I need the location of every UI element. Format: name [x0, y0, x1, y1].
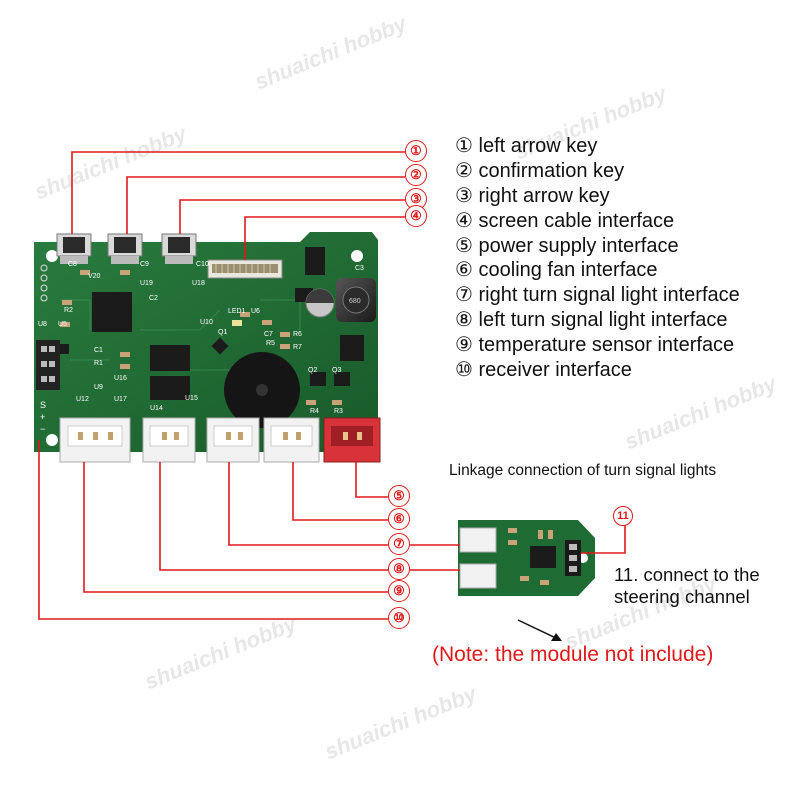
callout-6: ⑥ — [388, 508, 410, 530]
silk-label: U8 — [38, 321, 47, 328]
note-arrow — [517, 619, 562, 641]
silk-label: U19 — [140, 280, 153, 287]
silk-label: R1 — [94, 360, 103, 367]
silk-label: U16 — [114, 375, 127, 382]
silk-label: U18 — [192, 280, 205, 287]
right-turn-signal-connector — [263, 417, 320, 463]
silk-label: LED1 — [228, 308, 246, 315]
legend-item: ③ right arrow key — [455, 184, 740, 209]
silk-label: Q2 — [308, 367, 317, 374]
silk-label: U9 — [94, 384, 103, 391]
silk-label: S — [40, 400, 46, 410]
left-arrow-key — [56, 233, 92, 264]
legend-number: ⑧ — [455, 309, 473, 332]
silk-label: Q3 — [332, 367, 341, 374]
right-arrow-key — [161, 233, 197, 264]
silk-label: U5 — [58, 321, 67, 328]
legend-item: ⑧ left turn signal light interface — [455, 308, 740, 333]
legend-number: ⑤ — [455, 234, 473, 257]
legend-number: ② — [455, 159, 473, 182]
callout-1: ① — [405, 140, 427, 162]
silk-label: R6 — [293, 331, 302, 338]
left-turn-signal-connector — [206, 417, 260, 463]
legend-number: ⑦ — [455, 284, 473, 307]
receiver-connector — [59, 417, 131, 463]
silk-label: R4 — [310, 408, 319, 415]
legend-item: ② confirmation key — [455, 159, 740, 184]
silk-label: C7 — [264, 331, 273, 338]
legend-label: right arrow key — [478, 184, 610, 207]
legend-item: ① left arrow key — [455, 134, 740, 159]
confirmation-key — [107, 233, 143, 264]
silk-label: Q1 — [218, 329, 227, 336]
callout-2: ② — [405, 164, 427, 186]
silk-label: C3 — [355, 265, 364, 272]
legend-label: receiver interface — [478, 359, 632, 382]
silk-label: R7 — [293, 344, 302, 351]
legend-item: ④ screen cable interface — [455, 209, 740, 234]
legend-item: ⑨ temperature sensor interface — [455, 333, 740, 358]
silk-label: C9 — [140, 261, 149, 268]
microcontroller-chip — [92, 292, 132, 332]
silk-label: R2 — [64, 307, 73, 314]
silk-label: R3 — [334, 408, 343, 415]
legend-number: ③ — [455, 184, 473, 207]
legend-label: left arrow key — [478, 135, 598, 157]
power-supply-connector — [323, 417, 381, 463]
leader-lines — [38, 151, 626, 620]
callout-9: ⑨ — [388, 580, 410, 602]
legend-number: ⑨ — [455, 334, 473, 357]
legend-item: ⑤ power supply interface — [455, 234, 740, 259]
legend-number: ⑩ — [455, 359, 473, 382]
silk-label: V20 — [88, 273, 101, 280]
legend-label: right turn signal light interface — [478, 284, 740, 307]
legend-number: ④ — [455, 209, 473, 232]
legend-number: ① — [455, 135, 473, 157]
silk-label: C2 — [149, 295, 158, 302]
silk-label: U15 — [185, 395, 198, 402]
silk-label: + — [40, 412, 45, 422]
legend-label: temperature sensor interface — [478, 334, 735, 357]
silk-label: 680 — [349, 298, 361, 305]
legend-item: ⑦ right turn signal light interface — [455, 283, 740, 308]
capacitor — [305, 288, 335, 318]
callout-5: ⑤ — [388, 485, 410, 507]
silk-label: U17 — [114, 396, 127, 403]
legend: ① left arrow key ② confirmation key ③ ri… — [455, 134, 740, 383]
legend-label: left turn signal light interface — [478, 309, 728, 332]
silk-label: C10 — [196, 261, 209, 268]
legend-label: cooling fan interface — [478, 259, 658, 282]
temperature-sensor-connector — [142, 417, 196, 463]
silk-label: R5 — [266, 340, 275, 347]
linkage-title: Linkage connection of turn signal lights — [449, 462, 717, 479]
legend-label: screen cable interface — [478, 209, 675, 232]
silk-label: U6 — [251, 308, 260, 315]
legend-label: power supply interface — [478, 234, 679, 257]
callout-10: ⑩ — [388, 607, 410, 629]
silk-label: C8 — [68, 261, 77, 268]
legend-item: ⑥ cooling fan interface — [455, 258, 740, 283]
legend-label: confirmation key — [478, 159, 625, 182]
legend-item: ⑩ receiver interface — [455, 358, 740, 383]
silk-label: U12 — [76, 396, 89, 403]
steering-note: 11. connect to the steering channel — [614, 564, 760, 607]
linkage-module — [458, 520, 595, 596]
legend-number: ⑥ — [455, 259, 473, 282]
callout-7: ⑦ — [388, 533, 410, 555]
header-pins — [36, 340, 60, 390]
silk-label: U10 — [200, 319, 213, 326]
silk-label: U14 — [150, 405, 163, 412]
callout-8: ⑧ — [388, 558, 410, 580]
silk-label: − — [40, 424, 45, 434]
silk-label: C1 — [94, 347, 103, 354]
module-note: (Note: the module not include) — [432, 643, 714, 666]
callout-4: ④ — [405, 205, 427, 227]
callout-11: 11 — [613, 506, 633, 526]
screen-cable-connector — [207, 259, 283, 279]
inductor — [336, 278, 376, 322]
